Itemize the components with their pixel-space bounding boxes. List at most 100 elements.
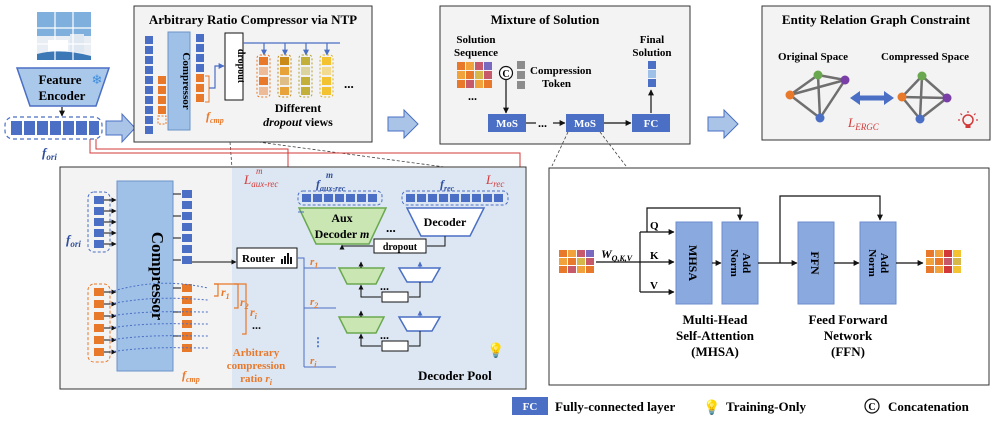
addnorm-label-2a: Add [878,253,890,273]
flow-arrow [105,112,136,144]
graph-node [917,71,927,81]
ffn-caption-1: Feed Forward [808,312,888,327]
transformer-output-grid [926,250,961,273]
legend-concat-text: Concatenation [888,399,970,414]
addnorm-block-2 [859,221,897,305]
flow-arrow [387,108,419,140]
ratio-dots: ... [252,318,261,332]
snowflake-icon: ❄ [92,72,103,87]
mos-block-2 [566,114,604,132]
ratio-ri-left: ri [250,305,258,321]
dropout-block-top [224,32,244,101]
f-aux-rec-row [297,190,383,206]
final-solution-column [648,61,656,87]
mos-ellipsis: ... [538,116,547,130]
f-ori-cell [11,121,22,135]
compressed-space-graph [901,75,948,120]
ffn-block [797,221,835,305]
decoder-group-r1: ... [337,261,442,303]
f-ori-label: fori [42,145,57,162]
ffn-caption-2: Network [824,328,873,343]
mhsa-block [675,221,713,305]
compressed-space-label: Compressed Space [881,51,969,63]
compression-token-label-2: Token [542,78,571,90]
legend-fc-box-label: FC [523,401,538,413]
svg-text:C: C [502,69,509,80]
router-r1: r1 [310,256,318,270]
compressor-label-large: Compressor [148,232,167,321]
f-cmp-label-detail: fcmp [182,368,200,384]
mos-panel: Mixture of Solution Solution Sequence ..… [439,5,691,145]
graph-node [785,90,795,100]
solution-sequence-grid [457,62,492,88]
feature-encoder-block: Feature Encoder ❄ [15,67,111,107]
ffn-caption-3: (FFN) [831,344,865,359]
router-r2: r2 [310,296,318,310]
addnorm-block-1 [721,221,759,305]
compressor-block-small [167,31,191,131]
detail-panel: fori Compressor [59,166,527,390]
ratio-r1-left: r1 [221,285,230,301]
f-rec-label: frec [440,177,455,193]
mos-panel-title: Mixture of Solution [491,12,601,27]
solution-sequence-label-2: Sequence [454,47,498,59]
dropout-view-column [319,54,334,98]
compression-token [517,61,525,89]
graph-node [813,70,823,80]
lightbulb-icon [958,111,978,128]
graph-node [942,93,952,103]
concat-circle-icon: C [864,398,880,414]
wqkv-label: WQ,K,V [601,247,633,263]
compressor-panel-title: Arbitrary Ratio Compressor via NTP [149,12,357,27]
double-arrow-icon [850,91,894,105]
f-aux-rec-label: faux-rec [316,177,346,193]
graph-node [897,92,907,102]
k-label: K [650,250,659,262]
feature-encoder-section: Feature Encoder ❄ fori [4,12,111,162]
legend-fc-box [512,397,548,415]
concat-circle-icon: C [498,65,514,81]
svg-text:...: ... [380,328,389,342]
views-caption-2: dropout views [263,115,333,129]
aux-decoder-label-1: Aux [331,211,352,225]
dropout-label-top: dropout [235,49,246,84]
f-cmp-label-top: fcmp [206,109,224,125]
views-caption-1: Different [275,101,321,115]
l-rec-label: Lrec [485,172,504,189]
fc-block [632,114,670,132]
dropout-view-column [256,54,271,98]
aux-decoder-label-2: Decoder m [315,227,370,241]
transformer-panel: WQ,K,V Q K V MHSA Add Norm FFN Add Norm … [548,167,990,386]
solution-sequence-label-1: Solution [456,34,495,46]
views-ellipsis: ... [344,76,354,91]
compressor-label-small: Compressor [180,52,192,109]
original-space-graph [789,73,847,119]
svg-text:...: ... [380,279,389,293]
legend-fc-text: Fully-connected layer [555,399,675,414]
f-ori-cell [37,121,48,135]
mhsa-caption-3: (MHSA) [691,344,739,359]
final-solution-label-1: Final [640,34,664,46]
dropout-label-main: dropout [383,242,418,253]
ffn-label: FFN [808,251,822,275]
flow-arrow [707,108,739,140]
arbitrary-ratio-label-3: ratio ri [240,373,273,387]
decoder-pool-label: Decoder Pool [418,368,492,383]
graph-node [815,113,825,123]
graph-node [840,75,850,85]
ergc-panel: Entity Relation Graph Constraint Origina… [761,5,991,141]
mos-label-1: MoS [496,118,518,130]
bar-chart-icon [281,253,292,264]
router-ri: ri [310,355,317,369]
feature-encoder-title-1: Feature [38,72,81,87]
arbitrary-ratio-label-2: compression [227,360,285,372]
mos-block-1 [488,114,526,132]
svg-text:C: C [868,402,875,413]
legend-training-text: Training-Only [726,399,806,414]
q-label: Q [650,220,659,232]
mhsa-label: MHSA [686,245,700,281]
feature-encoder-title-2: Encoder [39,88,86,103]
f-ori-feature-row [4,116,103,140]
ergc-loss-label: LERGC [847,115,880,132]
